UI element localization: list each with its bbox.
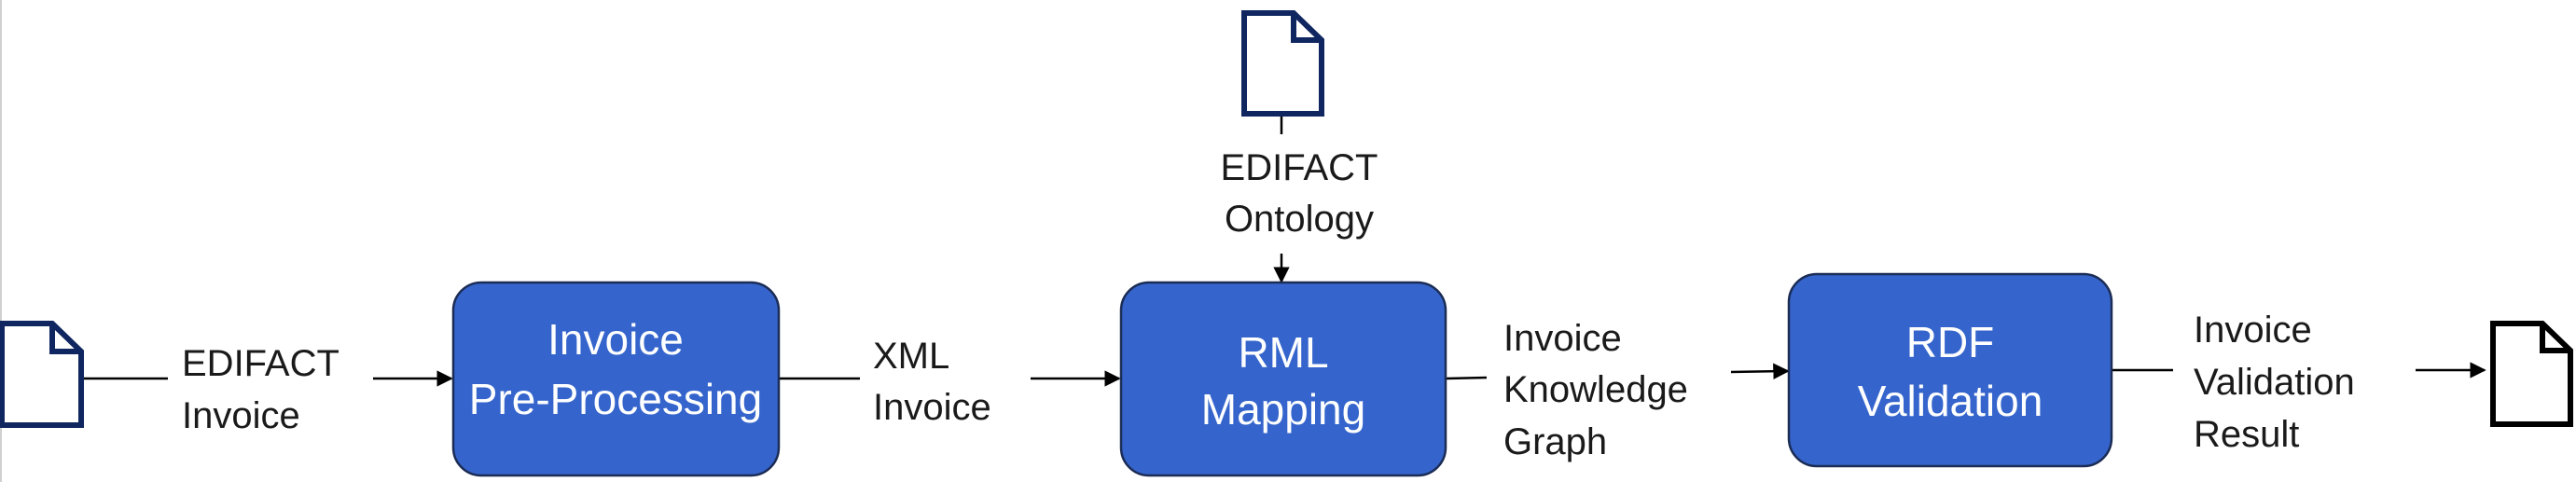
label-edifact-ontology: EDIFACT Ontology	[1221, 147, 1378, 240]
svg-text:Validation: Validation	[2194, 362, 2355, 403]
svg-text:XML: XML	[873, 336, 949, 377]
label-edifact-invoice: EDIFACT Invoice	[182, 343, 339, 436]
rml-mapping-line-1: RML	[1238, 328, 1328, 377]
document-icon	[2490, 321, 2573, 427]
label-invoice-validation-result: Invoice Validation Result	[2194, 310, 2355, 455]
svg-text:EDIFACT: EDIFACT	[182, 343, 339, 384]
label-invoice-knowledge-graph: Invoice Knowledge Graph	[1503, 318, 1688, 462]
document-icon	[0, 321, 84, 428]
connectors	[84, 116, 2486, 387]
svg-text:Ontology: Ontology	[1225, 199, 1374, 240]
rdf-validation-line-1: RDF	[1906, 318, 1995, 366]
rdf-validation-line-2: Validation	[1858, 377, 2043, 425]
svg-text:Knowledge: Knowledge	[1503, 369, 1688, 410]
svg-text:EDIFACT: EDIFACT	[1221, 147, 1378, 188]
svg-text:Invoice: Invoice	[873, 387, 991, 428]
svg-text:Invoice: Invoice	[2194, 310, 2312, 351]
label-xml-invoice: XML Invoice	[873, 336, 991, 428]
arrow-to-rdf-validation	[1730, 363, 1790, 380]
preprocessing-line-2: Pre-Processing	[469, 375, 762, 423]
process-rdf-validation: RDF Validation	[1787, 272, 2113, 468]
process-preprocessing: Invoice Pre-Processing	[451, 281, 781, 477]
rml-mapping-line-2: Mapping	[1201, 385, 1365, 434]
connector-rml-to-kg	[1446, 376, 1488, 380]
svg-text:Result: Result	[2194, 414, 2299, 455]
preprocessing-line-1: Invoice	[547, 315, 684, 364]
svg-text:Invoice: Invoice	[182, 395, 300, 436]
document-icon	[1241, 10, 1324, 117]
process-rml-mapping: RML Mapping	[1119, 281, 1447, 477]
svg-text:Graph: Graph	[1503, 421, 1607, 462]
svg-text:Invoice: Invoice	[1503, 318, 1622, 359]
